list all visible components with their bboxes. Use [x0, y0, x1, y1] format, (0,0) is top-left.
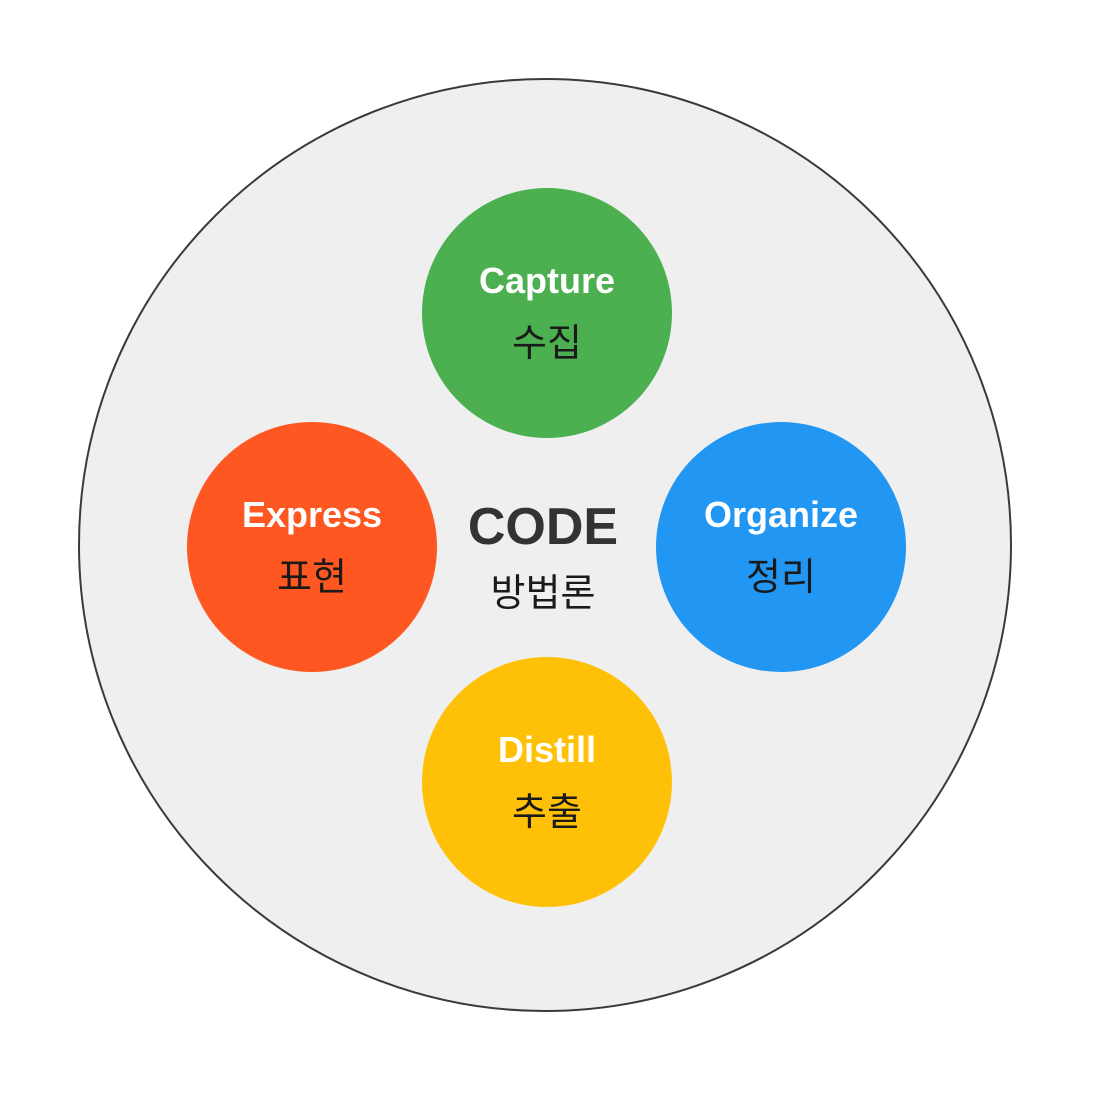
- organize-label: Organize: [703, 494, 859, 535]
- express-label: Express: [241, 494, 383, 535]
- center-title: CODE: [467, 498, 619, 556]
- capture-label: Capture: [478, 260, 616, 301]
- distill-label: Distill: [497, 729, 596, 770]
- distill-label-ko: 추출: [512, 790, 582, 834]
- center-label: CODE 방법론: [443, 497, 643, 615]
- express-node[interactable]: Express 표현: [187, 422, 437, 672]
- capture-label-ko: 수집: [512, 321, 582, 365]
- center-subtitle: 방법론: [490, 571, 596, 615]
- organize-label-ko: 정리: [746, 555, 816, 599]
- capture-node[interactable]: Capture 수집: [422, 188, 672, 438]
- organize-node[interactable]: Organize 정리: [656, 422, 906, 672]
- distill-node[interactable]: Distill 추출: [422, 657, 672, 907]
- express-label-ko: 표현: [277, 555, 347, 599]
